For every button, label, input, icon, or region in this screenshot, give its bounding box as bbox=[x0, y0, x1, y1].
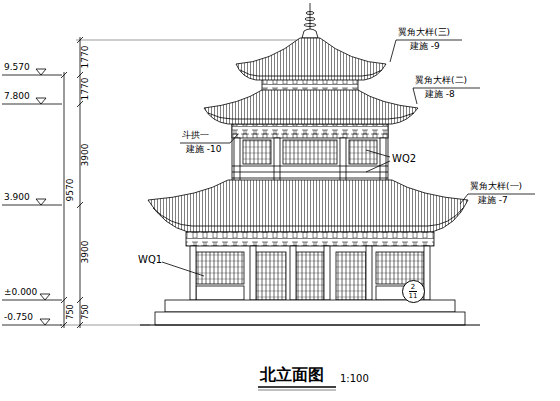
dimension: 3900 bbox=[81, 144, 91, 167]
wall-tag: WQ1 bbox=[138, 254, 162, 265]
elevation-stroke bbox=[236, 38, 386, 80]
dimension: 1770 bbox=[81, 78, 91, 101]
index-circle: 211 bbox=[402, 280, 425, 303]
elevation-stroke bbox=[366, 150, 390, 172]
level-mark: 7.800 bbox=[4, 92, 30, 102]
elevation-stroke bbox=[305, 18, 315, 21]
elevation-stroke bbox=[2, 3, 535, 390]
elevation-stroke bbox=[40, 294, 50, 300]
elevation-stroke bbox=[2, 75, 62, 76]
callout-text: 翼角大样(三) bbox=[398, 28, 450, 38]
elevation-stroke bbox=[240, 70, 382, 76]
drawing-ref: 建施 -8 bbox=[425, 90, 455, 100]
elevation-stroke bbox=[413, 88, 480, 104]
elevation-stroke bbox=[40, 319, 50, 325]
elevation-stroke bbox=[258, 390, 336, 391]
elevation-stroke bbox=[2, 325, 62, 326]
elevation-stroke bbox=[390, 40, 462, 62]
drawing-title: 北立面图 bbox=[260, 366, 324, 384]
elevation-stroke bbox=[232, 166, 388, 178]
scale-text: 1:100 bbox=[340, 373, 369, 384]
elevation-stroke bbox=[64, 72, 65, 328]
elevation-stroke bbox=[155, 312, 465, 325]
elevation-stroke bbox=[153, 208, 463, 226]
drawing-ref: 建施 -7 bbox=[478, 196, 508, 206]
wall-tag: WQ2 bbox=[392, 153, 416, 164]
elevation-stroke bbox=[376, 252, 424, 284]
elevation-stroke bbox=[196, 286, 244, 300]
dimension: 9570 bbox=[66, 179, 76, 202]
elevation-stroke bbox=[204, 90, 418, 124]
level-mark: -0.750 bbox=[4, 313, 33, 323]
elevation-stroke bbox=[324, 246, 330, 300]
drawing-ref: 建施 -9 bbox=[410, 42, 440, 52]
elevation-stroke bbox=[306, 12, 314, 15]
elevation-stroke bbox=[2, 205, 62, 206]
dimension: 3900 bbox=[81, 241, 91, 264]
index-number: 2 bbox=[409, 283, 417, 292]
elevation-stroke bbox=[36, 98, 46, 104]
callout-text: 翼角大样(二) bbox=[415, 76, 467, 86]
elevation-stroke bbox=[162, 262, 204, 276]
elevation-stroke bbox=[60, 325, 150, 326]
elevation-stroke bbox=[36, 199, 46, 205]
elevation-stroke bbox=[424, 246, 430, 300]
level-mark: 3.900 bbox=[4, 193, 30, 203]
drawing-ref: 建施 -10 bbox=[186, 145, 222, 155]
callout-text: 斗拱一 bbox=[182, 131, 209, 141]
dimension: 1770 bbox=[81, 46, 91, 69]
elevation-stroke bbox=[36, 69, 46, 75]
elevation-stroke bbox=[304, 24, 316, 27]
elevation-stroke bbox=[140, 324, 480, 325]
elevation-stroke bbox=[2, 104, 62, 105]
elevation-stroke bbox=[366, 246, 372, 300]
dimension: 750 bbox=[67, 304, 76, 319]
level-mark: ±0.000 bbox=[4, 288, 37, 298]
elevation-stroke bbox=[243, 140, 271, 164]
elevation-stroke bbox=[148, 180, 468, 232]
level-mark: 9.570 bbox=[4, 63, 30, 73]
elevation-stroke bbox=[302, 29, 318, 38]
dimension: 750 bbox=[82, 304, 91, 319]
elevation-stroke bbox=[258, 386, 336, 387]
elevation-stroke bbox=[296, 252, 324, 300]
elevation-stroke bbox=[232, 124, 388, 138]
elevation-stroke bbox=[2, 300, 62, 301]
elevation-stroke bbox=[256, 252, 286, 300]
elevation-stroke bbox=[290, 246, 296, 300]
elevation-stroke bbox=[208, 113, 414, 119]
index-number: 11 bbox=[407, 292, 420, 300]
elevation-stroke bbox=[283, 140, 337, 164]
callout-text: 翼角大样(一) bbox=[470, 182, 522, 192]
elevation-stroke bbox=[336, 252, 366, 300]
elevation-stroke bbox=[196, 252, 244, 284]
elevation-stroke bbox=[186, 232, 434, 246]
elevation-stroke bbox=[76, 40, 300, 41]
elevation-stroke bbox=[250, 246, 256, 300]
